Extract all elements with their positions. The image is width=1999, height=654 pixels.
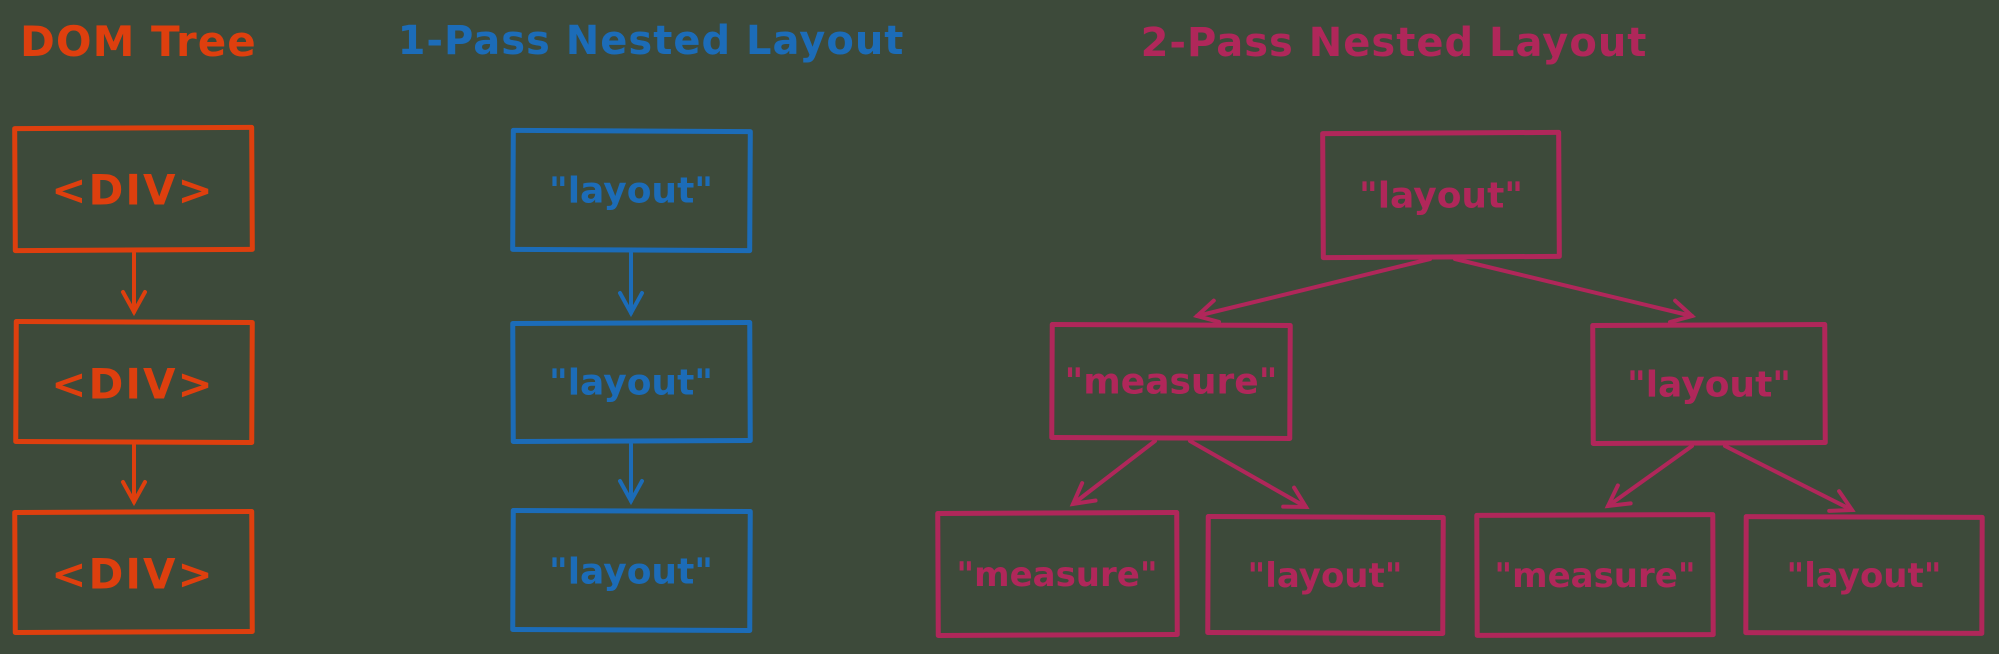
node-box-div-3 — [12, 508, 255, 636]
node-label-div-1: <DIV> — [51, 166, 214, 215]
node-label-l2-layout: "layout" — [1627, 365, 1791, 406]
arrow-measure-to-leaf1 — [1069, 439, 1157, 507]
node-label-leaf-measure-2: "measure" — [1494, 556, 1695, 596]
diagram-two-pass: 2-Pass Nested Layout "layout" "measure" … — [935, 20, 1985, 639]
node-box-root-layout — [1320, 129, 1562, 261]
diagram-title-two-pass: 2-Pass Nested Layout — [1141, 20, 1648, 66]
node-label-layout-1: "layout" — [549, 171, 713, 212]
node-box-layout-1 — [510, 127, 753, 254]
node-label-layout-2: "layout" — [549, 363, 713, 404]
node-box-leaf-layout-2 — [1743, 514, 1985, 636]
node-label-div-3: <DIV> — [51, 550, 214, 599]
node-box-leaf-measure-1 — [935, 509, 1180, 639]
node-label-leaf-layout-2: "layout" — [1787, 556, 1942, 596]
node-box-leaf-measure-2 — [1474, 512, 1716, 638]
node-box-l2-layout — [1590, 321, 1828, 447]
arrow-layout-to-leaf4 — [1723, 444, 1856, 513]
arrow-measure-to-leaf2 — [1188, 439, 1310, 510]
node-label-layout-3: "layout" — [549, 552, 713, 593]
diagram-dom-tree: DOM Tree <DIV> <DIV> <DIV> — [12, 17, 257, 636]
node-label-root-layout: "layout" — [1359, 176, 1523, 217]
node-box-layout-2 — [510, 319, 753, 445]
node-label-div-2: <DIV> — [51, 360, 214, 409]
diagram-one-pass: 1-Pass Nested Layout "layout" "layout" "… — [398, 18, 905, 634]
node-label-l2-measure: "measure" — [1065, 362, 1278, 403]
node-label-leaf-layout-1: "layout" — [1248, 556, 1403, 596]
node-box-leaf-layout-1 — [1205, 513, 1446, 637]
arrow-root-to-layout — [1453, 257, 1697, 325]
node-label-leaf-measure-1: "measure" — [956, 555, 1157, 595]
node-box-div-1 — [12, 124, 255, 254]
arrow-layout-to-leaf3 — [1604, 444, 1694, 509]
node-box-l2-measure — [1049, 321, 1293, 442]
diagram-title-one-pass: 1-Pass Nested Layout — [398, 18, 905, 64]
node-box-div-2 — [13, 318, 255, 446]
diagram-title-dom-tree: DOM Tree — [20, 17, 257, 66]
node-box-layout-3 — [510, 507, 753, 634]
arrow-root-to-measure — [1192, 257, 1432, 324]
